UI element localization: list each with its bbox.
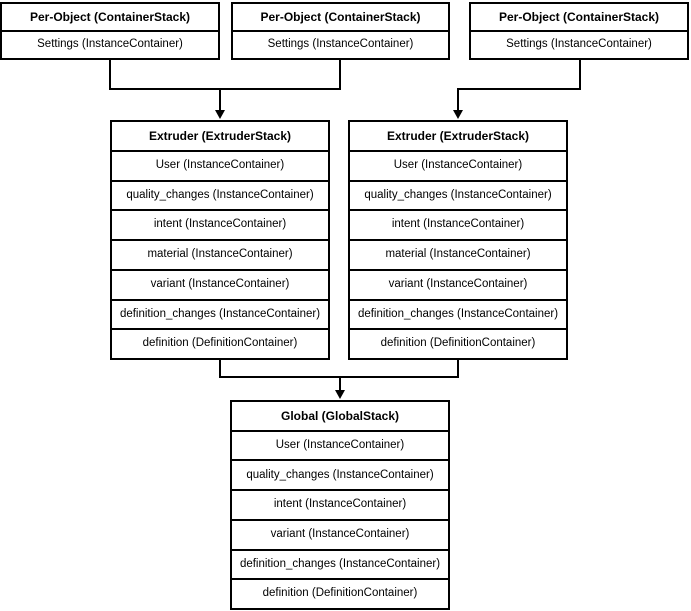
stack-row: variant (InstanceContainer) xyxy=(112,268,328,299)
node-extruder-2: Extruder (ExtruderStack) User (InstanceC… xyxy=(348,120,568,360)
stack-row: Settings (InstanceContainer) xyxy=(471,30,687,58)
node-per-object-2: Per-Object (ContainerStack) Settings (In… xyxy=(231,2,450,60)
arrowhead-down-icon xyxy=(335,390,345,399)
stack-row: definition (DefinitionContainer) xyxy=(112,328,328,358)
stack-row: User (InstanceContainer) xyxy=(112,149,328,180)
stack-row: variant (InstanceContainer) xyxy=(232,518,448,549)
edge-segment xyxy=(457,88,459,112)
stack-row: quality_changes (InstanceContainer) xyxy=(232,459,448,489)
stack-row: quality_changes (InstanceContainer) xyxy=(112,179,328,210)
node-title: Per-Object (ContainerStack) xyxy=(260,10,421,24)
stack-row: material (InstanceContainer) xyxy=(350,239,566,269)
stack-row: definition (DefinitionContainer) xyxy=(232,578,448,608)
node-title: Per-Object (ContainerStack) xyxy=(498,10,660,24)
stack-row: definition_changes (InstanceContainer) xyxy=(112,298,328,329)
node-title: Extruder (ExtruderStack) xyxy=(148,128,292,143)
node-global: Global (GlobalStack) User (InstanceConta… xyxy=(230,400,450,610)
edge-segment xyxy=(457,88,581,90)
node-per-object-3: Per-Object (ContainerStack) Settings (In… xyxy=(469,2,689,60)
node-per-object-1: Per-Object (ContainerStack) Settings (In… xyxy=(0,2,220,60)
stack-row: variant (InstanceContainer) xyxy=(350,268,566,299)
stack-row: Settings (InstanceContainer) xyxy=(2,30,218,58)
stack-row: User (InstanceContainer) xyxy=(350,149,566,180)
stack-row: intent (InstanceContainer) xyxy=(232,489,448,519)
stack-row: material (InstanceContainer) xyxy=(112,239,328,269)
stack-row: Settings (InstanceContainer) xyxy=(233,30,448,58)
stack-row: definition_changes (InstanceContainer) xyxy=(232,548,448,579)
stack-row: User (InstanceContainer) xyxy=(232,429,448,460)
arrowhead-down-icon xyxy=(215,110,225,119)
stack-row: definition_changes (InstanceContainer) xyxy=(350,298,566,329)
node-title: Per-Object (ContainerStack) xyxy=(29,10,191,24)
edge-segment xyxy=(109,60,111,90)
node-extruder-1: Extruder (ExtruderStack) User (InstanceC… xyxy=(110,120,330,360)
edge-segment xyxy=(219,360,221,378)
edge-segment xyxy=(339,376,341,391)
stack-row: quality_changes (InstanceContainer) xyxy=(350,179,566,210)
edge-segment xyxy=(579,60,581,90)
stack-row: intent (InstanceContainer) xyxy=(350,209,566,239)
edge-segment xyxy=(339,60,341,90)
stack-row: intent (InstanceContainer) xyxy=(112,209,328,239)
arrowhead-down-icon xyxy=(453,110,463,119)
edge-segment xyxy=(219,88,221,112)
node-title: Global (GlobalStack) xyxy=(280,408,400,423)
stack-row: definition (DefinitionContainer) xyxy=(350,328,566,358)
node-title: Extruder (ExtruderStack) xyxy=(386,128,530,143)
edge-segment xyxy=(457,360,459,378)
edge-segment xyxy=(109,88,341,90)
